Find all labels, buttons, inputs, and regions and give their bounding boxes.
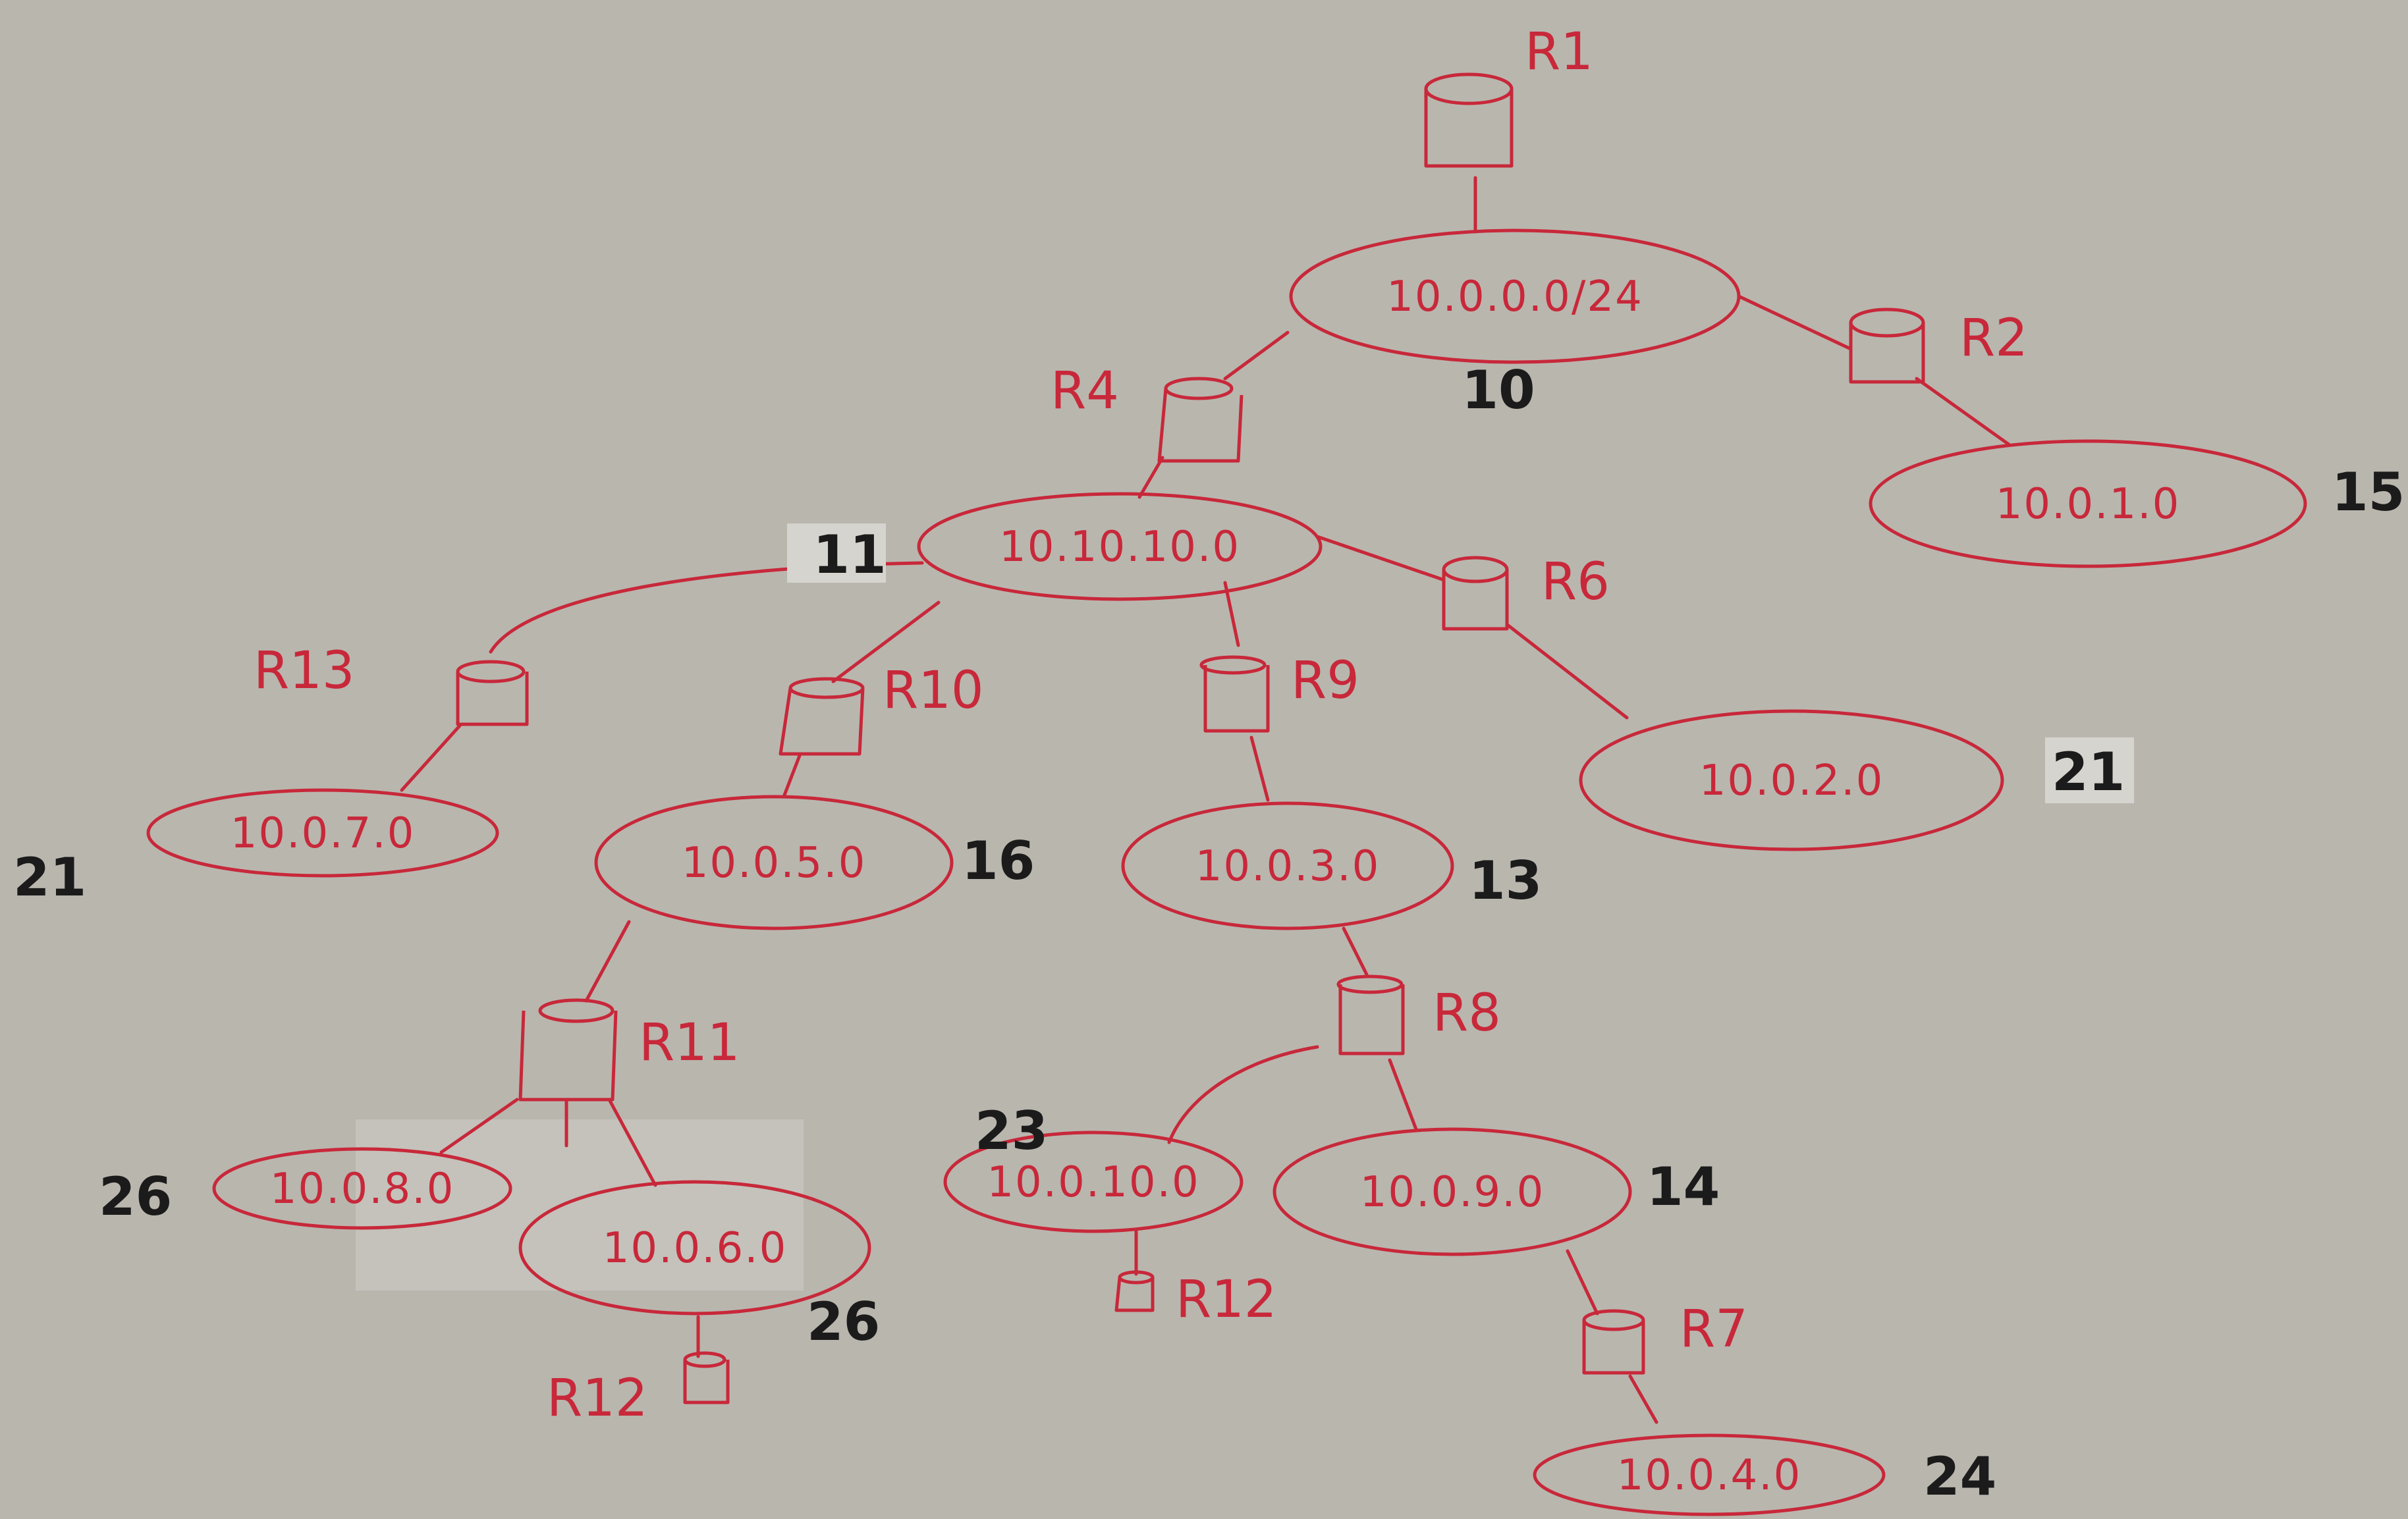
router-labels: R1 R2 R4 R6 R13 R10 R9 R11 R8 R12 R12 R7 — [254, 22, 2028, 1428]
link-n3-r8 — [1342, 926, 1369, 976]
network-cost: 26 — [99, 1166, 172, 1227]
network-cost: 13 — [1469, 850, 1542, 911]
link-r7-n4 — [1628, 1374, 1658, 1424]
network-cost: 15 — [2332, 462, 2405, 523]
router-icon — [1157, 377, 1244, 463]
router-label: R6 — [1541, 552, 1610, 612]
network-ellipse-n4 — [1533, 1433, 1886, 1516]
router-label: R4 — [1051, 361, 1119, 421]
network-labels: 10.0.0.0/24 10.0.1.0 10.10.10.0 10.0.2.0… — [231, 273, 2181, 1500]
network-ellipse-n8 — [212, 1147, 512, 1230]
link-n10-r9 — [1223, 581, 1240, 647]
network-cost: 10 — [1462, 360, 1535, 421]
link-r4-n10 — [1137, 456, 1164, 499]
network-ellipse-n9 — [1272, 1127, 1632, 1256]
router-icon — [1336, 974, 1405, 1055]
network-label: 10.0.1.0 — [1996, 480, 2181, 529]
link-r10-n5 — [782, 752, 802, 799]
link-n9-r7 — [1566, 1249, 1599, 1316]
router-icon — [1199, 655, 1270, 733]
network-ellipse-n1 — [1869, 439, 2307, 568]
network-label: 10.0.10.0 — [987, 1158, 1199, 1207]
router-icon — [456, 660, 529, 726]
link-r8-n100 — [1167, 1045, 1319, 1144]
router-label: R12 — [547, 1369, 647, 1428]
network-label: 10.0.0.0/24 — [1386, 273, 1643, 321]
network-cost: 11 — [813, 524, 886, 585]
network-cost: 24 — [1923, 1446, 1996, 1507]
link-n0-r2 — [1737, 294, 1853, 351]
network-cost: 23 — [975, 1100, 1048, 1161]
router-label: R10 — [883, 661, 983, 720]
network-ellipse-n7 — [146, 788, 499, 878]
network-ellipse-n5 — [594, 795, 954, 930]
network-ellipse-n6 — [518, 1180, 871, 1316]
network-cost: 21 — [2052, 741, 2125, 803]
router-icon — [1849, 307, 1925, 384]
link-n10-r10 — [831, 600, 941, 683]
link-r2-n1 — [1915, 377, 2011, 446]
link-n10-r6 — [1315, 535, 1444, 581]
paper-highlight — [356, 1119, 804, 1291]
network-ellipse-n0 — [1289, 228, 1741, 364]
router-icon — [1114, 1270, 1155, 1312]
link-r11-n6 — [607, 1098, 657, 1187]
router-icon — [1424, 72, 1514, 168]
link-r6-n2 — [1506, 624, 1629, 720]
network-ellipse-n100 — [943, 1131, 1244, 1233]
routers — [456, 72, 1925, 1404]
link-r9-n3 — [1249, 735, 1270, 802]
link-r13-n7 — [400, 722, 463, 792]
network-cost: 16 — [962, 830, 1035, 892]
router-icon — [1442, 556, 1509, 631]
router-icon — [1582, 1309, 1645, 1375]
link-r11-n8 — [439, 1098, 519, 1154]
router-label: R2 — [1959, 309, 2028, 368]
network-cost: 21 — [13, 847, 86, 908]
network-label: 10.0.5.0 — [682, 839, 867, 888]
router-label: R9 — [1291, 651, 1359, 710]
network-label: 10.0.6.0 — [603, 1224, 788, 1273]
network-cost: 26 — [807, 1291, 880, 1352]
router-icon — [683, 1351, 730, 1404]
network-cost: 14 — [1647, 1156, 1720, 1217]
network-ellipse-n2 — [1579, 709, 2004, 851]
cost-labels: 10 15 11 21 21 16 13 26 26 23 14 24 — [13, 360, 2405, 1507]
network-label: 10.0.9.0 — [1360, 1168, 1545, 1217]
network-label: 10.0.8.0 — [270, 1165, 455, 1213]
network-label: 10.0.7.0 — [231, 809, 416, 858]
network-ellipse-n10 — [917, 492, 1323, 601]
router-icon — [518, 998, 618, 1102]
router-label: R7 — [1680, 1300, 1748, 1359]
network-label: 10.0.2.0 — [1699, 757, 1884, 805]
router-label: R13 — [254, 641, 354, 701]
link-n5-r11 — [584, 920, 631, 1003]
links — [400, 176, 2011, 1424]
link-n0-r4 — [1223, 331, 1290, 381]
networks — [146, 228, 2307, 1516]
router-label: R8 — [1433, 984, 1501, 1043]
network-ellipse-n3 — [1121, 801, 1454, 930]
router-label: R11 — [639, 1013, 740, 1073]
router-label: R1 — [1525, 22, 1593, 82]
router-icon — [779, 677, 865, 756]
router-label: R12 — [1176, 1270, 1276, 1329]
link-r8-n9 — [1388, 1058, 1418, 1131]
network-label: 10.0.4.0 — [1617, 1451, 1802, 1500]
network-label: 10.10.10.0 — [999, 523, 1240, 572]
cost-highlight — [2045, 737, 2134, 803]
network-label: 10.0.3.0 — [1195, 842, 1381, 891]
cost-highlight — [787, 523, 886, 583]
